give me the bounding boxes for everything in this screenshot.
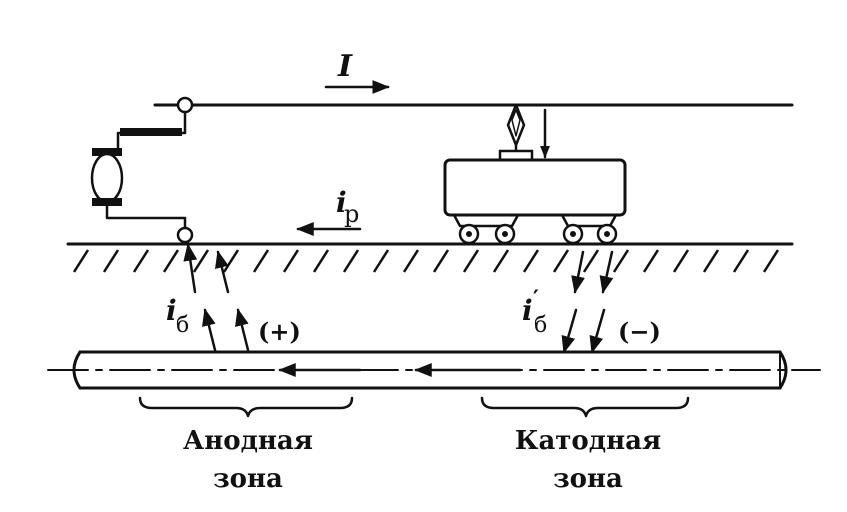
ground-hatch-line <box>102 249 120 273</box>
ground-hatch-line <box>762 249 780 273</box>
anode-zone-caption: Анодная зона <box>183 426 313 494</box>
svg-text:б: б <box>176 313 189 338</box>
ground-hatch-line <box>732 249 750 273</box>
cathode-stray-current-arrows: i ′ б (−) <box>522 250 661 354</box>
ground-hatch-line <box>312 249 330 273</box>
ground-hatch-line <box>252 249 270 273</box>
ground-hatch-line <box>522 249 540 273</box>
svg-text:′: ′ <box>533 286 539 312</box>
svg-text:i: i <box>166 294 177 327</box>
ground-hatch-line <box>342 249 360 273</box>
contact-wire <box>153 96 794 114</box>
ground-hatch-line <box>282 249 300 273</box>
ground-hatch-line <box>492 249 510 273</box>
svg-text:зона: зона <box>213 464 283 494</box>
ground-hatch-line <box>702 249 720 273</box>
svg-text:Анодная: Анодная <box>183 426 313 456</box>
anode-stray-current-arrows: i б (+) <box>166 243 301 352</box>
tram-car-icon <box>443 103 627 245</box>
current-total-arrow: I <box>324 49 390 94</box>
svg-text:р: р <box>344 200 359 228</box>
ground-hatch-line <box>372 249 390 273</box>
svg-text:i: i <box>336 186 347 219</box>
svg-text:i: i <box>522 294 533 327</box>
ground-hatch-line <box>192 249 210 273</box>
ground-hatch-line <box>162 249 180 273</box>
svg-text:(+): (+) <box>258 317 301 346</box>
pantograph-icon <box>498 103 550 162</box>
svg-text:(−): (−) <box>618 317 661 346</box>
ground-hatch-line <box>552 249 570 273</box>
svg-text:Катодная: Катодная <box>515 426 661 456</box>
ground-hatch-line <box>462 249 480 273</box>
ground-hatch-line <box>642 249 660 273</box>
pipeline-icon <box>47 350 821 390</box>
ground-hatch-line <box>402 249 420 273</box>
generator-icon <box>90 110 194 244</box>
ground-hatch-line <box>612 249 630 273</box>
ground-hatch-line <box>132 249 150 273</box>
rail-current-label: i р <box>296 186 362 236</box>
svg-text:I: I <box>337 49 353 84</box>
ground-hatch-line <box>72 249 90 273</box>
svg-text:б: б <box>534 313 547 338</box>
cathode-zone-caption: Катодная зона <box>515 426 661 494</box>
ground-hatch-line <box>672 249 690 273</box>
ground-hatch-line <box>222 249 240 273</box>
ground-hatch-line <box>432 249 450 273</box>
svg-text:зона: зона <box>553 464 623 494</box>
ground-hatch-icon <box>66 242 794 273</box>
ground-hatch-line <box>582 249 600 273</box>
anode-zone-brace <box>138 396 354 418</box>
cathode-zone-brace <box>480 396 690 418</box>
